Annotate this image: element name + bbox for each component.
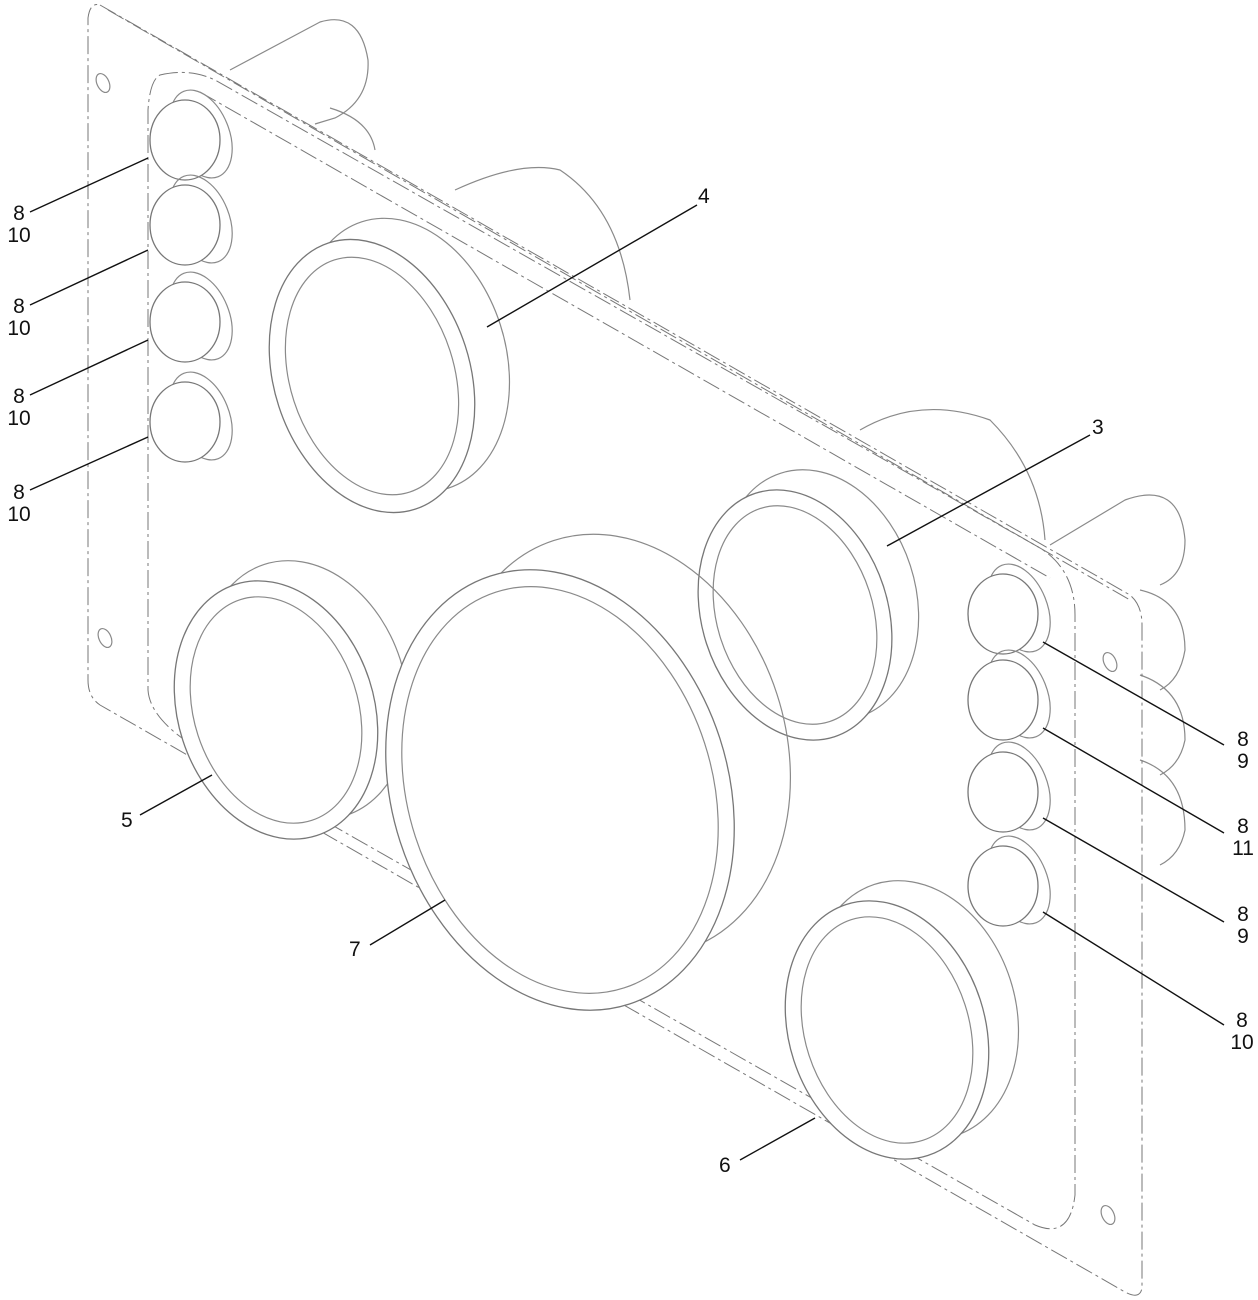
callout-sub-number: 10 [7, 407, 31, 430]
indicator-light [149, 89, 233, 181]
callout-item-number: 8 [1236, 1009, 1248, 1032]
callout-right-3: 8 9 [1230, 904, 1256, 948]
gauge-3 [697, 469, 920, 741]
callout-5: 5 [121, 810, 133, 832]
callout-left-2: 8 10 [6, 296, 32, 340]
leader-lines [29, 157, 1225, 1161]
gauge-7 [385, 533, 792, 1011]
callout-7: 7 [349, 939, 361, 961]
callout-item-number: 8 [13, 295, 25, 318]
callout-item-number: 8 [1237, 903, 1249, 926]
callout-item-number: 8 [1237, 815, 1249, 838]
callout-item-number: 8 [13, 202, 25, 225]
indicator-light [967, 563, 1051, 655]
callout-item-number: 6 [719, 1154, 731, 1177]
callout-sub-number: 10 [7, 503, 31, 526]
gauge-5 [173, 560, 410, 840]
indicator-light [967, 741, 1051, 833]
left-indicator-lights [149, 89, 233, 463]
callout-6: 6 [719, 1155, 731, 1177]
gauge-4 [268, 217, 511, 514]
mounting-plate [87, 4, 1143, 1296]
callout-left-4: 8 10 [6, 482, 32, 526]
callout-right-4: 8 10 [1228, 1010, 1256, 1054]
callout-item-number: 4 [698, 185, 710, 208]
callout-sub-number: 10 [7, 224, 31, 247]
indicator-light [149, 271, 233, 363]
callout-sub-number: 11 [1232, 837, 1254, 860]
callout-item-number: 7 [349, 938, 361, 961]
callout-left-3: 8 10 [6, 386, 32, 430]
callout-right-2: 8 11 [1230, 816, 1256, 860]
right-indicator-lights [967, 563, 1051, 927]
callout-sub-number: 10 [7, 317, 31, 340]
indicator-light [149, 371, 233, 463]
indicator-light [149, 174, 233, 266]
callout-right-1: 8 9 [1230, 729, 1256, 773]
callout-sub-number: 10 [1230, 1031, 1254, 1054]
callout-item-number: 8 [1237, 728, 1249, 751]
indicator-light [967, 835, 1051, 927]
callout-sub-number: 9 [1237, 925, 1249, 948]
callout-3: 3 [1092, 417, 1104, 439]
callout-item-number: 8 [13, 385, 25, 408]
rear-cylinders [229, 19, 1186, 866]
indicator-light [967, 649, 1051, 741]
callout-item-number: 8 [13, 481, 25, 504]
callout-left-1: 8 10 [6, 203, 32, 247]
gauge-6 [784, 880, 1020, 1160]
callout-item-number: 5 [121, 809, 133, 832]
callout-4: 4 [698, 186, 710, 208]
callout-item-number: 3 [1092, 416, 1104, 439]
callout-sub-number: 9 [1237, 750, 1249, 773]
